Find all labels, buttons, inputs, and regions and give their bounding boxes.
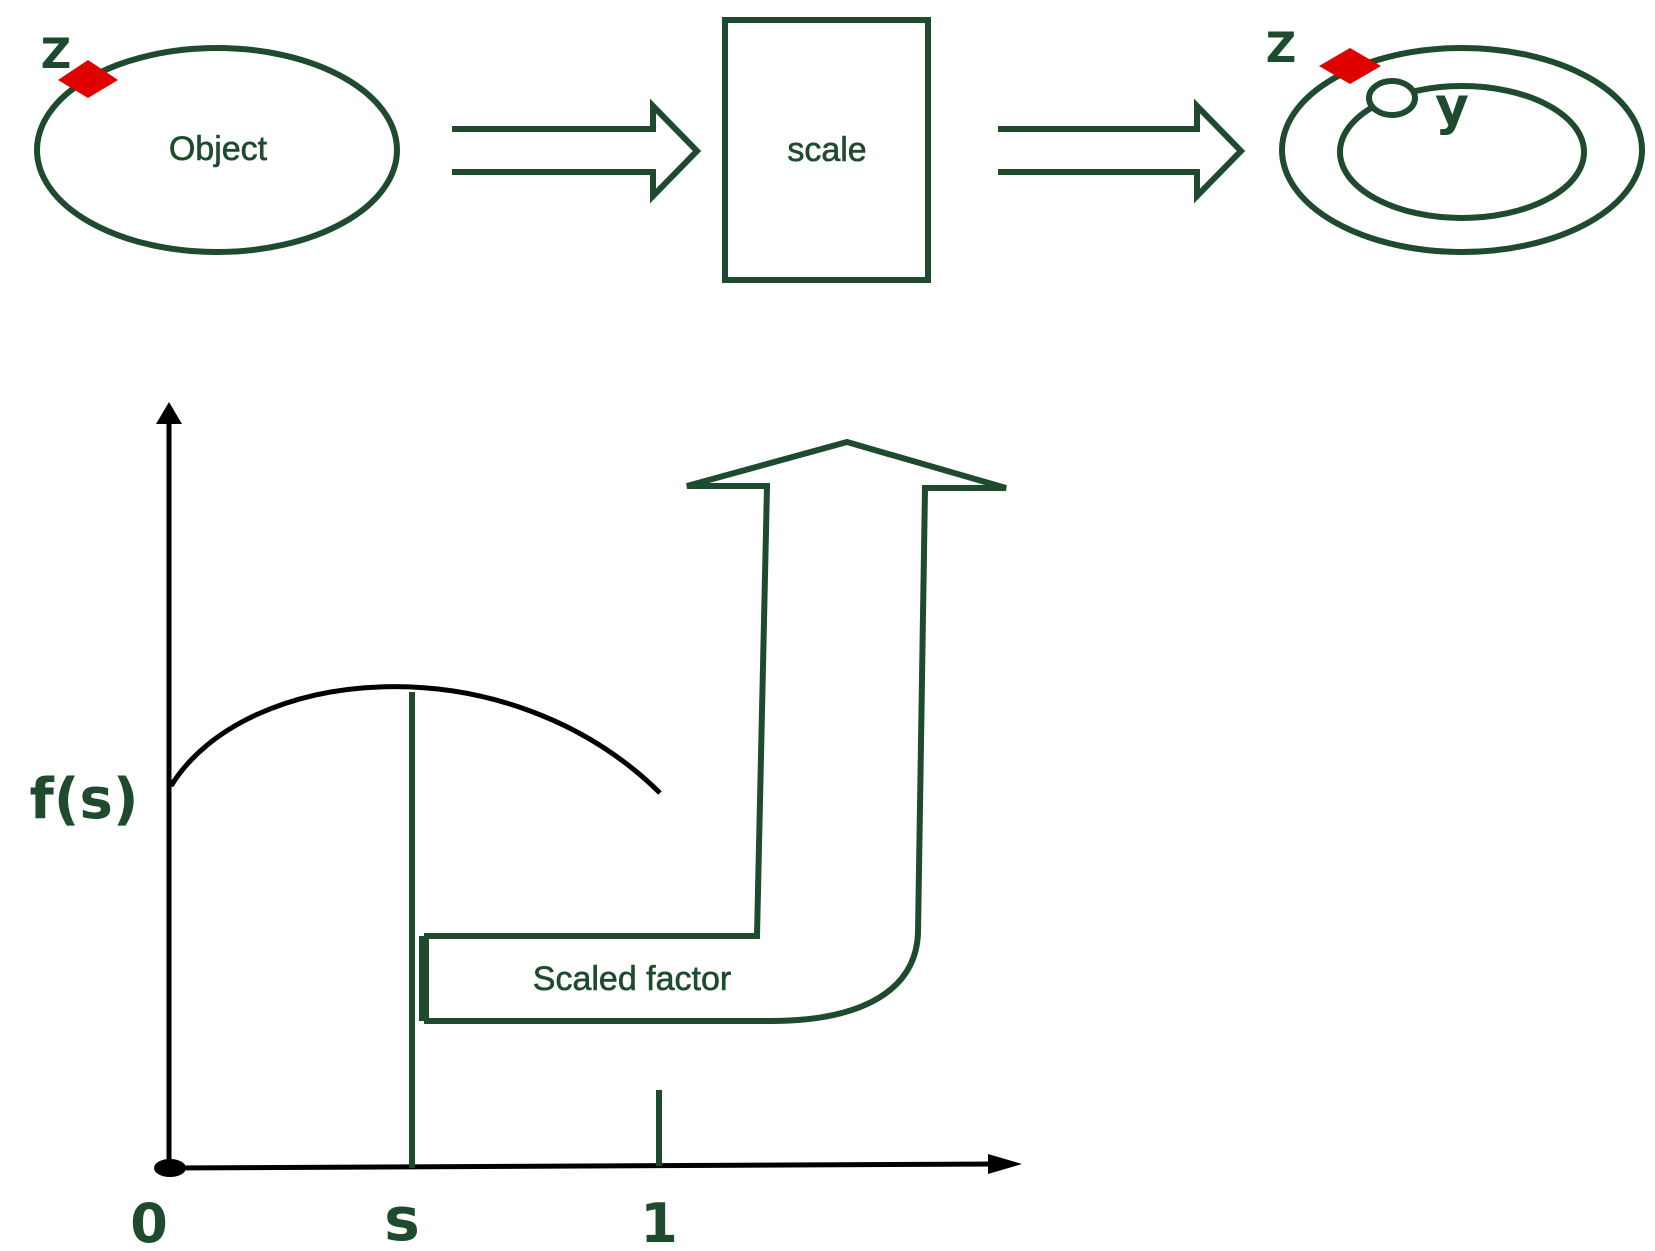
x-s-label: s xyxy=(384,1185,420,1251)
scale-box: scale xyxy=(722,17,931,283)
arrow-object-to-scale-shape xyxy=(452,98,702,204)
result-outer-point-marker xyxy=(1319,48,1381,84)
y-axis xyxy=(156,402,182,1168)
result-inner-ellipse xyxy=(1337,83,1587,221)
x-axis-line xyxy=(168,1161,1001,1171)
arrow-scale-to-result xyxy=(998,98,1246,204)
arrow-scale-to-result-shape xyxy=(998,98,1246,204)
result-outer-point-label: Z xyxy=(1266,23,1296,72)
arrow-object-to-scale xyxy=(452,98,702,204)
origin-dot xyxy=(154,1159,186,1177)
object-point-label: Z xyxy=(41,29,71,78)
object-node: Object Z xyxy=(34,29,400,255)
result-node: Z y xyxy=(1266,23,1645,255)
result-outer-ellipse xyxy=(1279,45,1645,255)
y-axis-arrowhead xyxy=(156,402,182,424)
scaled-factor-arrow: Scaled factor xyxy=(419,438,1007,1024)
scaled-factor-label: Scaled factor xyxy=(533,960,731,998)
object-ellipse xyxy=(34,45,400,255)
x-origin-label: 0 xyxy=(130,1192,168,1251)
x-axis xyxy=(154,1154,1022,1177)
scaled-factor-arrow-shape xyxy=(424,438,1007,1024)
x-one-label: 1 xyxy=(640,1192,678,1251)
scale-label: scale xyxy=(787,131,866,169)
f-curve xyxy=(168,684,662,795)
scale-rect xyxy=(722,17,931,283)
object-label: Object xyxy=(169,130,268,168)
x-axis-arrowhead xyxy=(988,1154,1022,1174)
y-axis-label: f(s) xyxy=(30,767,139,832)
object-point-marker xyxy=(58,60,118,98)
result-inner-point-marker xyxy=(1366,78,1418,118)
result-inner-point-label: y xyxy=(1435,77,1469,137)
